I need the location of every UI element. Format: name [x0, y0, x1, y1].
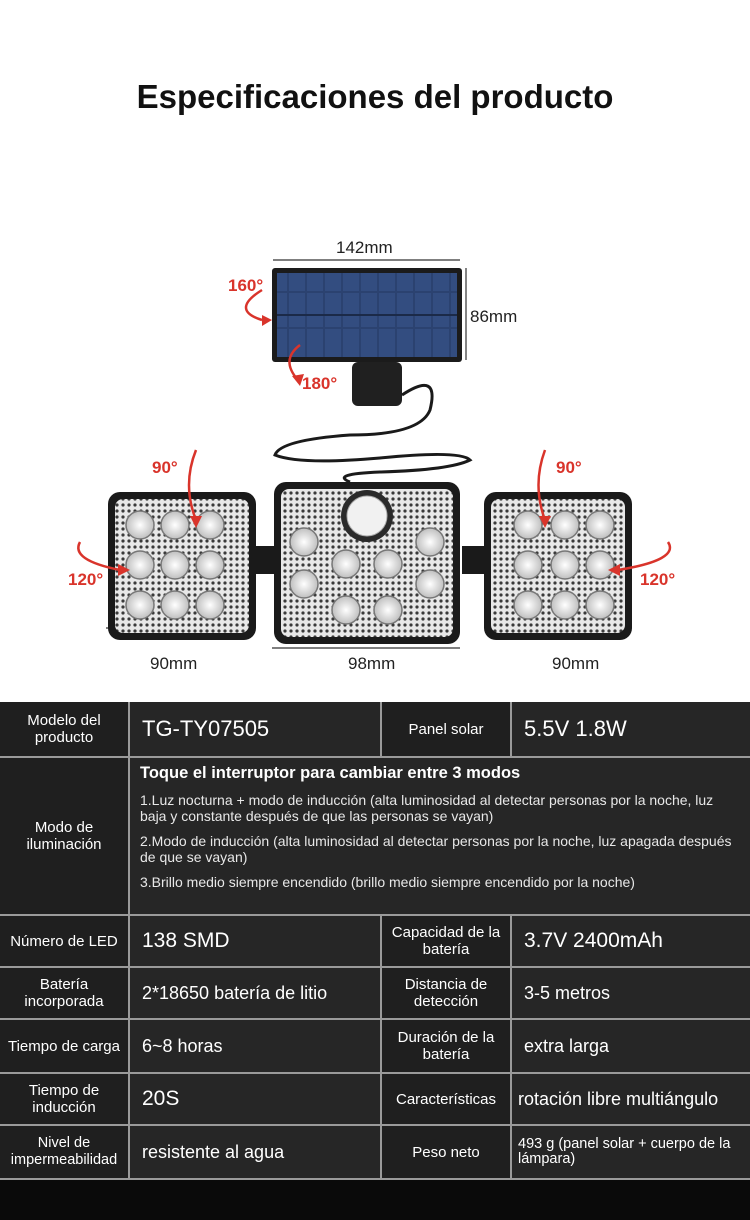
lighting-mode-item: 3.Brillo medio siempre encendido (brillo… [140, 874, 635, 890]
lighting-mode-panel [130, 758, 750, 914]
induction-time-label: Tiempo de inducción [0, 1074, 128, 1124]
rotation-arrowheads [118, 315, 620, 576]
product-illustration [77, 259, 672, 649]
page-title: Especificaciones del producto [136, 78, 614, 115]
lighting-mode-heading: Toque el interruptor para cambiar entre … [140, 764, 521, 782]
table-divider [0, 914, 750, 916]
table-divider [0, 966, 750, 968]
panel-height-label: 86mm [470, 307, 518, 326]
right-tilt-angle: 90° [556, 458, 582, 477]
table-divider [128, 702, 130, 1178]
table-divider [0, 1124, 750, 1126]
led-count-value: 138 SMD [130, 916, 380, 966]
spec-table: Modelo del producto TG-TY07505 Panel sol… [0, 702, 750, 1220]
left-rotate-angle: 120° [68, 570, 104, 589]
solar-panel-value: 5.5V 1.8W [512, 702, 750, 756]
detection-distance-value: 3-5 metros [512, 968, 750, 1018]
lighting-mode-label: Modo de iluminación [0, 758, 128, 914]
built-in-battery-value: 2*18650 batería de litio [130, 968, 380, 1018]
footer-bar [0, 1180, 750, 1220]
panel-rotate-angle: 180° [302, 374, 338, 393]
panel-tilt-angle: 160° [228, 276, 264, 295]
battery-life-label: Duración de la batería [382, 1020, 510, 1072]
detection-distance-label: Distancia de detección [382, 968, 510, 1018]
table-divider [380, 916, 382, 1178]
power-cable [273, 384, 473, 484]
solar-panel-label: Panel solar [382, 702, 510, 756]
product-figure: 142mm 86mm 90mm 98mm 90mm 160° 180° 90° … [0, 220, 750, 690]
left-tilt-angle: 90° [152, 458, 178, 477]
battery-life-value: extra larga [512, 1020, 750, 1072]
net-weight-value: 493 g (panel solar + cuerpo de la lámpar… [512, 1126, 750, 1178]
model-label: Modelo del producto [0, 702, 128, 756]
lighting-mode-content: Toque el interruptor para cambiar entre … [140, 764, 740, 899]
center-head-width-label: 98mm [348, 654, 396, 673]
lighting-mode-item: 1.Luz nocturna + modo de inducción (alta… [140, 792, 714, 824]
built-in-battery-label: Batería incorporada [0, 968, 128, 1018]
charge-time-value: 6~8 horas [130, 1020, 380, 1072]
right-rotate-angle: 120° [640, 570, 676, 589]
table-divider [380, 702, 382, 756]
model-value: TG-TY07505 [130, 702, 380, 756]
features-label: Características [382, 1074, 510, 1124]
battery-capacity-value: 3.7V 2400mAh [512, 916, 750, 966]
led-array [125, 510, 615, 625]
led-count-label: Número de LED [0, 916, 128, 966]
table-divider [0, 1072, 750, 1074]
charge-time-label: Tiempo de carga [0, 1020, 128, 1072]
panel-bracket [352, 362, 402, 406]
waterproof-value: resistente al agua [130, 1126, 380, 1178]
battery-capacity-label: Capacidad de la batería [382, 916, 510, 966]
table-divider [0, 1178, 750, 1180]
table-divider [510, 916, 512, 1178]
left-head-width-label: 90mm [150, 654, 198, 673]
table-divider [0, 756, 750, 758]
table-divider [0, 1018, 750, 1020]
table-divider [510, 702, 512, 756]
lighting-mode-item: 2.Modo de inducción (alta luminosidad al… [140, 833, 732, 865]
waterproof-label: Nivel de impermeabilidad [0, 1126, 128, 1178]
induction-time-value: 20S [130, 1074, 380, 1124]
features-value: rotación libre multiángulo [512, 1074, 750, 1124]
net-weight-label: Peso neto [382, 1126, 510, 1178]
right-head-width-label: 90mm [552, 654, 600, 673]
panel-width-label: 142mm [336, 238, 393, 257]
